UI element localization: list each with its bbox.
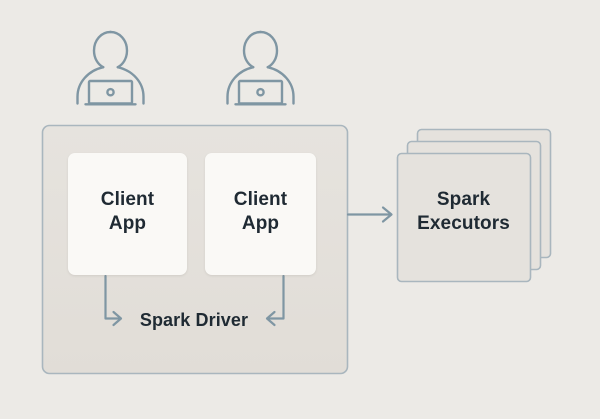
person-laptop-icon — [76, 30, 145, 106]
connector-client-app-1-to-driver — [104, 274, 123, 327]
node-client-app-2 — [205, 153, 316, 275]
connector-driver-to-executors — [346, 206, 393, 223]
connector-client-app-2-to-driver — [265, 274, 285, 327]
spark-executors-stack-front — [396, 152, 532, 283]
node-client-app-1 — [68, 153, 187, 275]
person-laptop-icon — [226, 30, 295, 106]
